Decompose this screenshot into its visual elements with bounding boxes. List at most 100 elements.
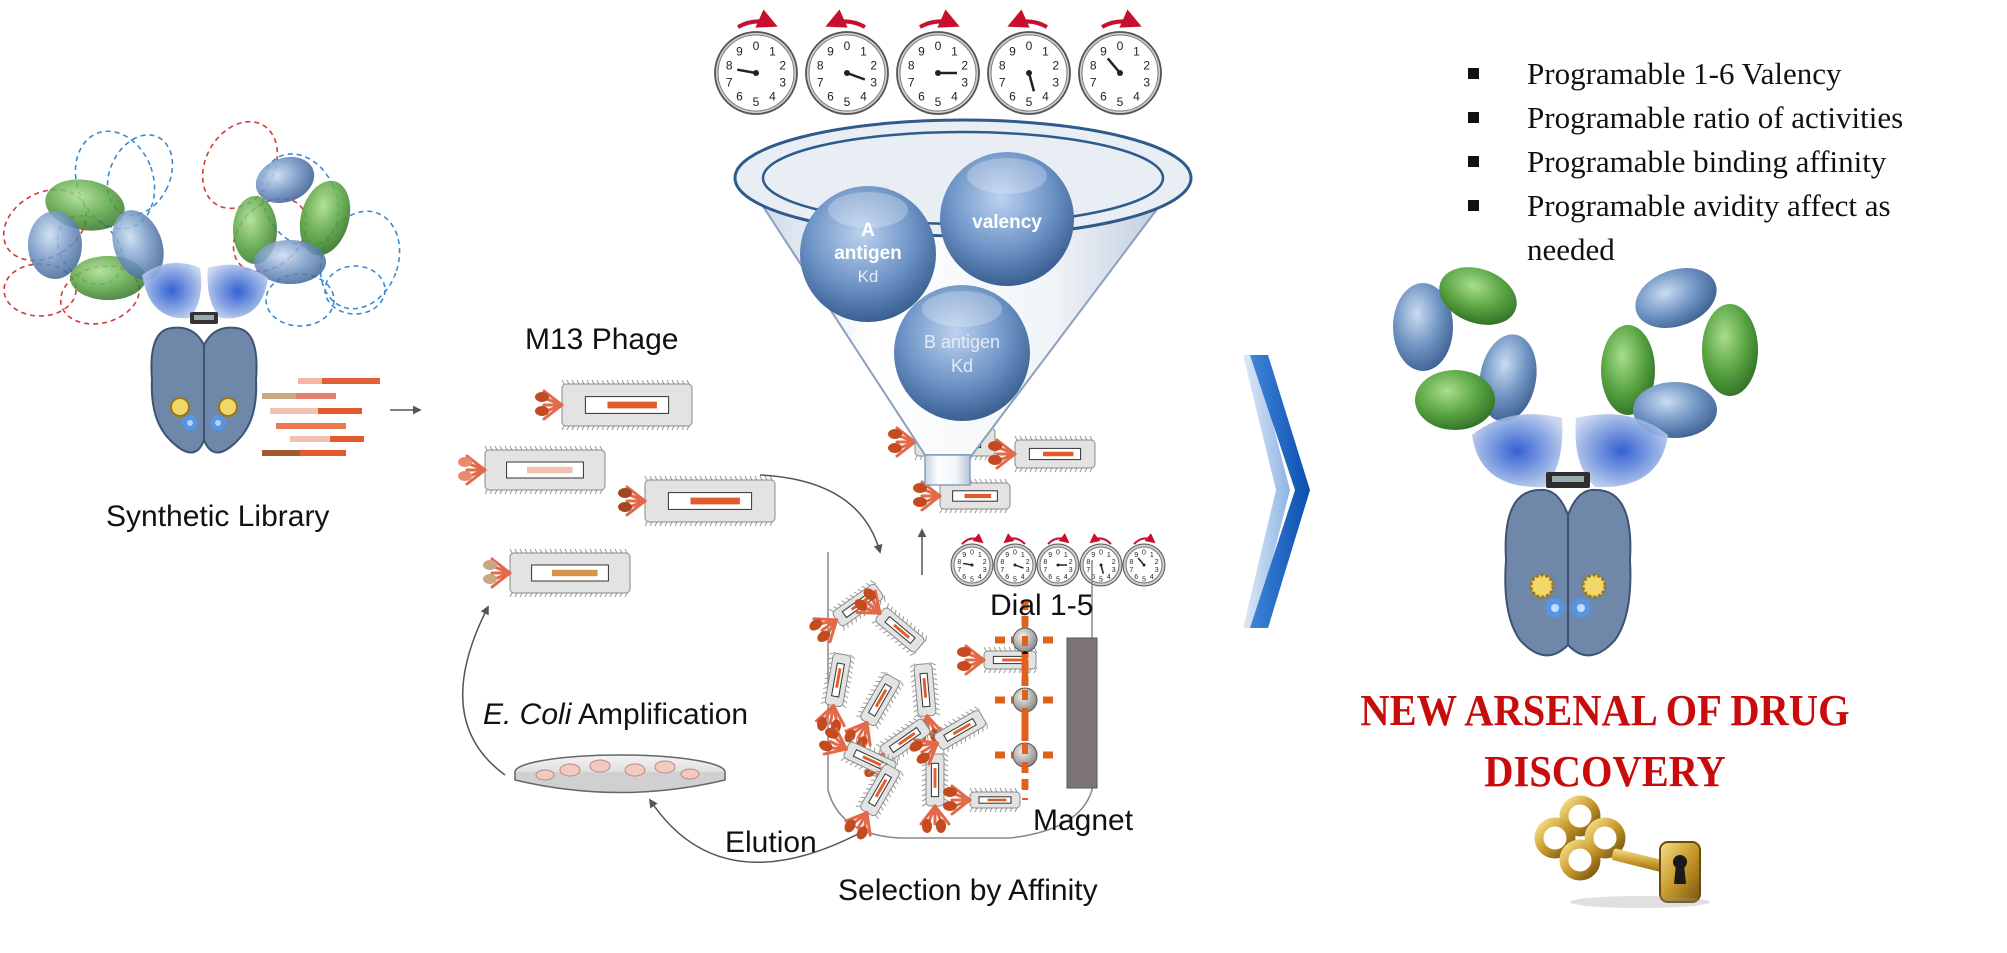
library-fab-left	[142, 262, 202, 319]
dial-digit: 0	[1056, 550, 1060, 557]
dial-digit: 2	[1052, 58, 1059, 72]
dial-digit: 4	[1064, 574, 1068, 581]
dial-digit: 1	[1107, 552, 1111, 559]
selection-beaker	[827, 552, 1098, 839]
dial-digit: 1	[951, 44, 958, 58]
dial-rotation-arrow	[825, 9, 866, 29]
dial-digit: 9	[1134, 552, 1138, 559]
phage-particle	[909, 706, 988, 766]
dial-digit: 1	[1150, 552, 1154, 559]
library-glycan-right	[218, 397, 238, 417]
ab-fab-left	[1472, 414, 1563, 488]
dial-digit: 9	[1005, 552, 1009, 559]
dial-digit: 1	[769, 44, 776, 58]
dial-digit: 9	[827, 44, 834, 58]
key-icon	[1534, 795, 1710, 908]
dial-digit: 0	[1142, 550, 1146, 557]
library-fab-right	[207, 264, 268, 319]
dial-digit: 6	[1134, 574, 1138, 581]
phage-particle	[618, 475, 776, 527]
magnetic-beads	[809, 580, 1055, 840]
phage-particle	[815, 651, 856, 734]
dial-digit: 3	[961, 76, 968, 90]
sphere-a-line2: antigen	[834, 243, 902, 264]
dial-rotation-arrow	[1101, 9, 1142, 29]
label-amplification: Amplification	[571, 698, 749, 731]
phage-particle	[844, 672, 904, 750]
dial-digit: 3	[1069, 567, 1073, 574]
sphere-b-antigen	[894, 285, 1030, 421]
dial-digit: 9	[962, 552, 966, 559]
feature-item: Programable ratio of activities	[1455, 96, 1975, 140]
feature-list: Programable 1-6 Valency Programable rati…	[1455, 52, 1975, 272]
dial-digit: 8	[1129, 559, 1133, 566]
ab-glycan-right	[1581, 573, 1607, 599]
dial-digit: 0	[844, 39, 851, 53]
dial-digit: 4	[978, 574, 982, 581]
dial-digit: 8	[957, 559, 961, 566]
dial-digit: 0	[1013, 550, 1017, 557]
label-e-coli: E. Coli	[483, 698, 572, 731]
dial-digit: 3	[1155, 567, 1159, 574]
dial-digit: 7	[999, 76, 1006, 90]
dial-digit: 6	[1048, 574, 1052, 581]
dial-rotation-arrow	[919, 9, 960, 29]
feature-item: Programable binding affinity	[1455, 140, 1975, 184]
dial-digit: 7	[726, 76, 733, 90]
dial-digit: 5	[1142, 576, 1146, 583]
phage-particle	[854, 588, 928, 656]
sphere-valency	[940, 152, 1074, 286]
dial-digit: 5	[844, 95, 851, 109]
dial-digit: 6	[962, 574, 966, 581]
dial-digit: 4	[769, 90, 776, 104]
cycle-arrow-to-selection	[759, 474, 883, 554]
dial-digit: 9	[918, 44, 925, 58]
dial-rotation-arrow	[737, 9, 778, 29]
dial-digit: 7	[817, 76, 824, 90]
sphere-valency-label: valency	[972, 212, 1042, 233]
label-e-coli-amplification: E. Coli Amplification	[483, 698, 748, 732]
ab-domain-right-blue-2	[1633, 382, 1717, 438]
dial-rotation-arrow	[1007, 9, 1048, 29]
dial-digit: 5	[970, 576, 974, 583]
dial-rotation-arrow	[1047, 533, 1070, 545]
library-vl-left	[28, 211, 82, 279]
dial-digit: 9	[1009, 44, 1016, 58]
dial-digit: 2	[983, 559, 987, 566]
dial-digit: 3	[1052, 76, 1059, 90]
headline-line-2: DISCOVERY	[1484, 747, 1726, 796]
sphere-b-line1: B antigen	[924, 332, 1000, 352]
dial-digit: 9	[736, 44, 743, 58]
dial-digit: 7	[1000, 567, 1004, 574]
dial-digit: 2	[1069, 559, 1073, 566]
dial-rotation-arrow	[1003, 533, 1026, 545]
dial-digit: 5	[1099, 576, 1103, 583]
feature-item: Programable 1-6 Valency	[1455, 52, 1975, 96]
dial-digit: 6	[827, 90, 834, 104]
cycle-arrow-elution	[649, 798, 861, 864]
dial-digit: 2	[1143, 58, 1150, 72]
label-magnet: Magnet	[1033, 804, 1134, 837]
dial-digit: 2	[1026, 559, 1030, 566]
dial-rotation-arrow	[1089, 533, 1112, 545]
dial-digit: 8	[908, 58, 915, 72]
dial-digit: 7	[1086, 567, 1090, 574]
dial-digit: 5	[753, 95, 760, 109]
dial-digit: 1	[860, 44, 867, 58]
sphere-a-line3: Kd	[858, 267, 879, 286]
label-elution: Elution	[725, 826, 817, 859]
petri-dish	[514, 754, 726, 794]
ab-fab-right	[1575, 414, 1668, 488]
magnet-bar	[1066, 637, 1098, 789]
dial-digit: 6	[1009, 90, 1016, 104]
ab-domain-right-blue-1	[1635, 268, 1717, 328]
dial-digit: 5	[935, 95, 942, 109]
